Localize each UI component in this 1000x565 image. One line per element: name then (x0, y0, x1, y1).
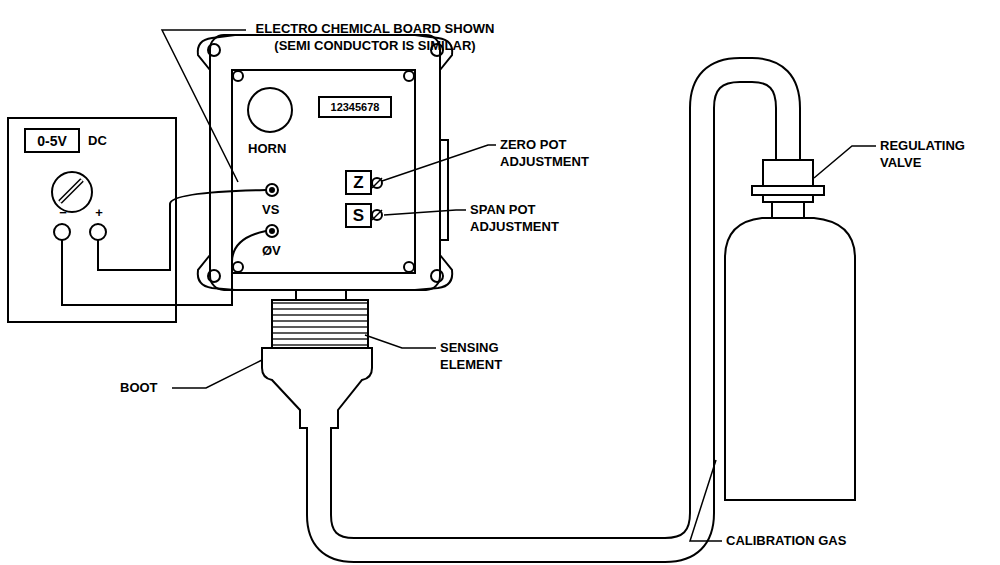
meter-terminal (54, 224, 70, 240)
label-text: HORN (248, 141, 286, 156)
detector-housing (210, 35, 440, 290)
label-text: + (95, 205, 103, 220)
leader-line (384, 210, 466, 215)
wire (62, 231, 266, 305)
callout-label: SPAN POT ADJUSTMENT (470, 201, 600, 235)
label-box: S (345, 203, 372, 228)
meter-terminal (90, 224, 106, 240)
sensing-element (272, 300, 368, 348)
box-text: S (353, 206, 364, 226)
label-text: ELECTRO CHEMICAL BOARD SHOWN (SEMI CONDU… (256, 21, 495, 53)
meter-knob (52, 172, 92, 212)
hose (319, 70, 788, 550)
callout-label: + (91, 204, 107, 221)
callout-label: HORN (248, 140, 298, 157)
label-box: Z (345, 170, 372, 195)
leader-line (690, 460, 722, 541)
callout-label: ZERO POT ADJUSTMENT (500, 136, 630, 170)
box-text: 12345678 (331, 101, 380, 113)
wire (98, 190, 266, 270)
label-text: DC (88, 133, 107, 148)
label-box: 12345678 (318, 96, 392, 118)
label-text: VS (262, 202, 279, 217)
callout-label: DC (88, 132, 128, 149)
circuit-board (232, 70, 415, 273)
callout-label: REGULATING VALVE (880, 137, 980, 171)
callout-label: VS (262, 201, 292, 218)
box-text: 0-5V (37, 133, 67, 149)
leader-line (365, 335, 436, 348)
callout-label: ØV (262, 242, 292, 259)
label-text: − (59, 205, 67, 220)
leader-line (162, 30, 246, 182)
leader-line (382, 145, 496, 181)
callout-label: BOOT (120, 379, 170, 396)
callout-label: − (55, 204, 71, 221)
leader-line (172, 360, 262, 388)
label-text: CALIBRATION GAS (726, 533, 846, 548)
horn-symbol (248, 88, 292, 132)
label-text: ØV (262, 243, 281, 258)
gas-cylinder (725, 218, 855, 500)
pot-symbol (372, 178, 382, 188)
label-text: BOOT (120, 380, 158, 395)
label-text: REGULATING VALVE (880, 138, 965, 170)
test-point (266, 225, 278, 237)
label-box: 0-5V (24, 128, 80, 153)
box-text: Z (353, 173, 363, 193)
callout-label: CALIBRATION GAS (726, 532, 886, 549)
callout-label: ELECTRO CHEMICAL BOARD SHOWN (SEMI CONDU… (250, 20, 500, 54)
voltmeter (8, 118, 176, 322)
callout-label: SENSING ELEMENT (440, 339, 530, 373)
pot-symbol (372, 210, 382, 220)
label-text: SPAN POT ADJUSTMENT (470, 202, 559, 234)
label-text: ZERO POT ADJUSTMENT (500, 137, 589, 169)
boot (262, 348, 372, 428)
leader-line (814, 146, 876, 178)
label-text: SENSING ELEMENT (440, 340, 502, 372)
test-point (266, 184, 278, 196)
